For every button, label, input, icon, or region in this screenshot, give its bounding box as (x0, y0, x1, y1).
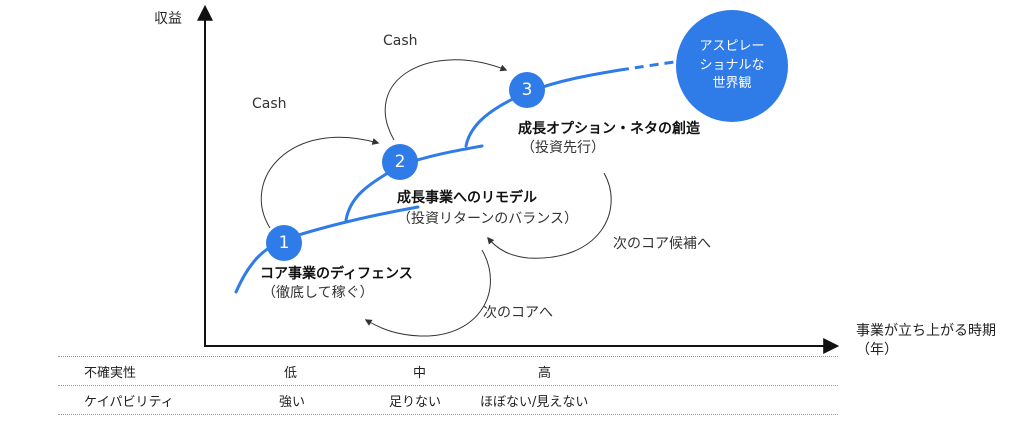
aspiration-line-3: 世界観 (712, 76, 752, 92)
x-axis-label: 事業が立ち上がる時期 (856, 323, 996, 339)
x-axis-label-unit: （年） (856, 342, 898, 358)
table-row-capability: ケイパビリティ 強い 足りない ほぼない/見えない (58, 385, 838, 415)
next-core-candidate-arrow (487, 172, 612, 259)
cash-arrow-1 (260, 136, 380, 229)
stage-2-title: 成長事業へのリモデル (397, 190, 537, 206)
stage-3-title: 成長オプション・ネタの創造 (518, 121, 700, 137)
row-label: 不確実性 (84, 366, 137, 381)
stage-2-subtitle: （投資リターンのバランス） (397, 211, 579, 227)
stage-1-node: 1 (266, 225, 302, 261)
cell-high: 高 (538, 366, 552, 381)
cash-arrow-2 (384, 59, 508, 141)
aspiration-line-2: ショナルな (699, 57, 765, 73)
next-core-arrow (364, 249, 491, 337)
aspirational-worldview-circle: アスピレー ショナルな 世界観 (676, 10, 788, 122)
cell-insufficient: 足りない (389, 395, 442, 410)
cell-low: 低 (284, 366, 298, 381)
row-label: ケイパビリティ (84, 395, 174, 410)
y-axis-label: 収益 (154, 11, 182, 27)
stage-1-subtitle: （徹底して稼ぐ） (262, 285, 374, 301)
cash-label-upper: Cash (383, 33, 418, 49)
cell-invisible: ほぼない/見えない (480, 395, 589, 410)
stage-3-subtitle: （投資先行） (521, 140, 605, 156)
stage-2-node: 2 (382, 144, 418, 180)
stage-1-title: コア事業のディフェンス (260, 266, 413, 282)
cash-label-lower: Cash (252, 96, 287, 112)
stage-3-node: 3 (509, 72, 545, 108)
next-core-label: 次のコアへ (483, 305, 553, 321)
aspiration-line-1: アスピレー (699, 38, 765, 54)
next-core-candidate-label: 次のコア候補へ (613, 236, 711, 252)
cell-strong: 強い (279, 395, 306, 410)
table-row-uncertainty: 不確実性 低 中 高 (58, 356, 838, 385)
cell-mid: 中 (413, 366, 427, 381)
comparison-table: 不確実性 低 中 高 ケイパビリティ 強い 足りない ほぼない/見えない (58, 356, 838, 415)
